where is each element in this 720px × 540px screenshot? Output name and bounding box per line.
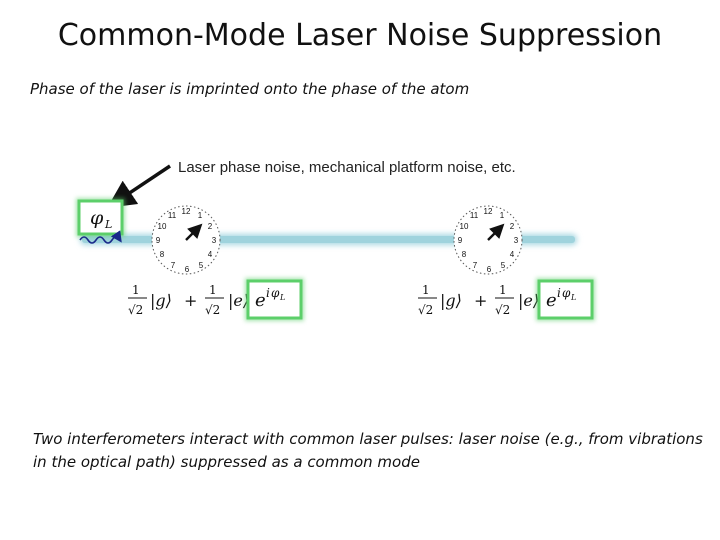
- exp-phi: φ: [271, 286, 280, 300]
- phase-subscript: L: [104, 218, 112, 231]
- phase-factor-box-right: e i φ L: [536, 278, 595, 321]
- plus-sign: +: [184, 291, 197, 310]
- clock-number: 3: [212, 236, 217, 245]
- clock-number: 5: [501, 261, 506, 270]
- clock-number: 11: [168, 211, 177, 220]
- state-equation-left: 1 √2 |g⟩ + 1 √2 |e⟩: [128, 283, 249, 317]
- phase-symbol: φ: [90, 207, 104, 229]
- slide-subtitle: Phase of the laser is imprinted onto the…: [30, 80, 470, 98]
- exp-i: i: [557, 286, 561, 300]
- clock-number: 8: [462, 250, 467, 259]
- clock-number: 4: [510, 250, 515, 259]
- noise-pointer-arrow: [107, 164, 171, 208]
- clock-number: 6: [487, 265, 492, 274]
- state-equation-right: 1 √2 |g⟩ + 1 √2 |e⟩: [418, 283, 539, 317]
- clock-number: 10: [158, 222, 167, 231]
- ket-e: |e⟩: [228, 291, 249, 310]
- clock-number: 7: [171, 261, 176, 270]
- plus-sign: +: [474, 291, 487, 310]
- exp-base: e: [546, 290, 557, 311]
- clock-number: 5: [199, 261, 204, 270]
- clock-number: 10: [460, 222, 469, 231]
- fraction-numerator: 1: [209, 283, 217, 297]
- clock-number: 1: [198, 211, 203, 220]
- laser-phase-box: φ L: [76, 198, 125, 237]
- clock-number: 12: [182, 207, 191, 216]
- fraction-denominator: √2: [418, 303, 433, 317]
- atom-clock-left: 12 1 2 3 4 5 6 7 8 9 10 11: [151, 205, 221, 275]
- exp-i: i: [266, 286, 270, 300]
- fraction-numerator: 1: [499, 283, 507, 297]
- clock-number: 11: [470, 211, 479, 220]
- clock-number: 9: [458, 236, 463, 245]
- phase-factor-box-left: e i φ L: [245, 278, 304, 321]
- slide-footer-text: Two interferometers interact with common…: [33, 430, 703, 471]
- ket-g: |g⟩: [150, 291, 172, 310]
- clock-number: 1: [500, 211, 505, 220]
- clock-number: 12: [484, 207, 493, 216]
- clock-number: 2: [208, 222, 213, 231]
- exp-phi: φ: [562, 286, 571, 300]
- fraction-numerator: 1: [132, 283, 140, 297]
- clock-number: 8: [160, 250, 165, 259]
- exp-base: e: [255, 290, 266, 311]
- clock-hand: [487, 223, 505, 241]
- clock-number: 6: [185, 265, 190, 274]
- exp-sub: L: [279, 293, 285, 302]
- atom-clock-right: 12 1 2 3 4 5 6 7 8 9 10 11: [453, 205, 523, 275]
- fraction-numerator: 1: [422, 283, 430, 297]
- clock-hand: [185, 223, 203, 241]
- fraction-denominator: √2: [128, 303, 143, 317]
- fraction-denominator: √2: [495, 303, 510, 317]
- clock-number: 3: [514, 236, 519, 245]
- laser-wave: [79, 230, 122, 244]
- clock-number: 7: [473, 261, 478, 270]
- slide-title: Common-Mode Laser Noise Suppression: [57, 18, 663, 53]
- clock-number: 4: [208, 250, 213, 259]
- clock-number: 2: [510, 222, 515, 231]
- exp-sub: L: [570, 293, 576, 302]
- ket-g: |g⟩: [440, 291, 462, 310]
- ket-e: |e⟩: [518, 291, 539, 310]
- clock-number: 9: [156, 236, 161, 245]
- fraction-denominator: √2: [205, 303, 220, 317]
- noise-label: Laser phase noise, mechanical platform n…: [178, 159, 516, 176]
